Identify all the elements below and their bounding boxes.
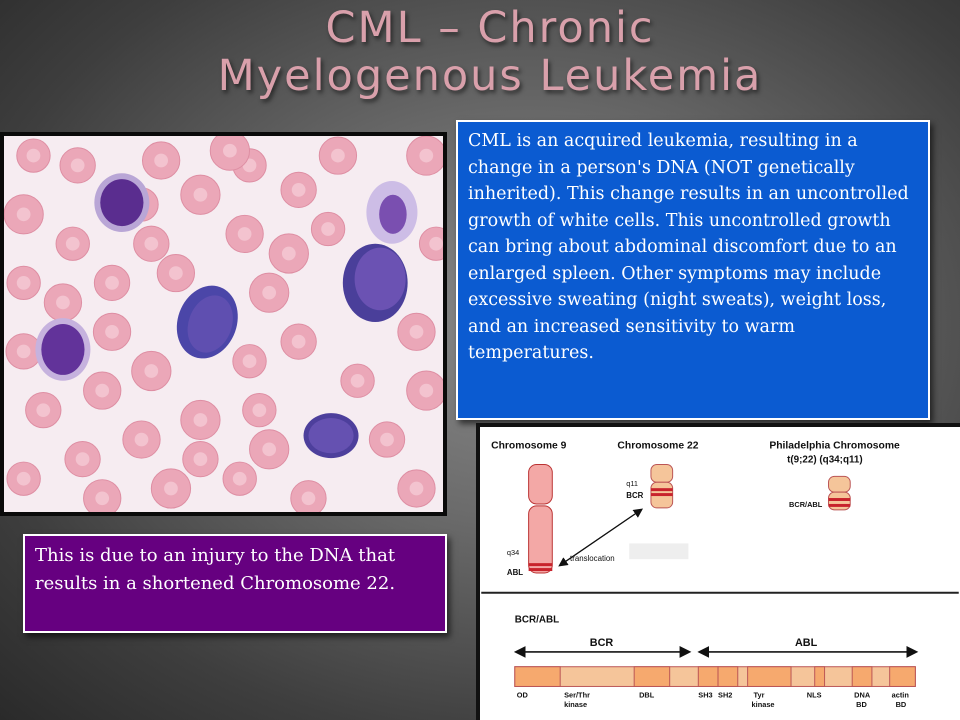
chromosome-diagram: Chromosome 9 Chromosome 22 Philadelphia … xyxy=(476,423,960,720)
gene-title: BCR/ABL xyxy=(515,614,559,625)
domain-ser-thr-kinase: kinase xyxy=(564,700,587,709)
bcr-abl-label: BCR/ABL xyxy=(789,500,823,509)
title-line-2: Myelogenous Leukemia xyxy=(217,51,763,101)
cause-text: This is due to an injury to the DNA that… xyxy=(35,545,396,594)
chromosome-9 xyxy=(528,463,553,574)
domain-sh2: SH2 xyxy=(718,690,732,699)
domain-actin: actin xyxy=(892,690,910,699)
philadelphia-sub: t(9;22) (q34;q11) xyxy=(787,455,863,466)
domain-sh3: SH3 xyxy=(698,690,712,699)
cause-text-box: This is due to an injury to the DNA that… xyxy=(23,534,447,633)
philadelphia-label: Philadelphia Chromosome xyxy=(769,441,900,452)
blood-smear-image xyxy=(0,132,447,516)
domain-actin-bd: BD xyxy=(896,700,907,709)
bcr-label: BCR xyxy=(626,491,643,500)
q34-label: q34 xyxy=(507,548,519,557)
info-text-box: CML is an acquired leukemia, resulting i… xyxy=(456,120,930,420)
title-line-1: CML – Chronic xyxy=(325,3,655,53)
abl-label: ABL xyxy=(507,568,523,577)
domain-tyr-kinase: kinase xyxy=(752,700,775,709)
domain-dna: DNA xyxy=(854,690,871,699)
slide-title: CML – Chronic Myelogenous Leukemia xyxy=(100,4,880,100)
translocation-label: translocation xyxy=(570,554,615,563)
domain-dbl: DBL xyxy=(639,690,655,699)
chromosome-22 xyxy=(650,463,674,509)
gene-bar xyxy=(514,666,916,687)
philadelphia-chromosome xyxy=(828,475,851,511)
domain-od: OD xyxy=(517,690,529,699)
chromosome-9-label: Chromosome 9 xyxy=(491,441,567,452)
q11-label: q11 xyxy=(626,479,638,488)
domain-nls: NLS xyxy=(807,690,822,699)
info-text: CML is an acquired leukemia, resulting i… xyxy=(468,131,909,363)
chromosome-22-label: Chromosome 22 xyxy=(617,441,698,452)
domain-tyr: Tyr xyxy=(754,690,765,699)
abl-span-label: ABL xyxy=(795,637,818,649)
domain-ser-thr: Ser/Thr xyxy=(564,690,590,699)
bcr-span-label: BCR xyxy=(590,637,614,649)
domain-dna-bd: BD xyxy=(856,700,867,709)
